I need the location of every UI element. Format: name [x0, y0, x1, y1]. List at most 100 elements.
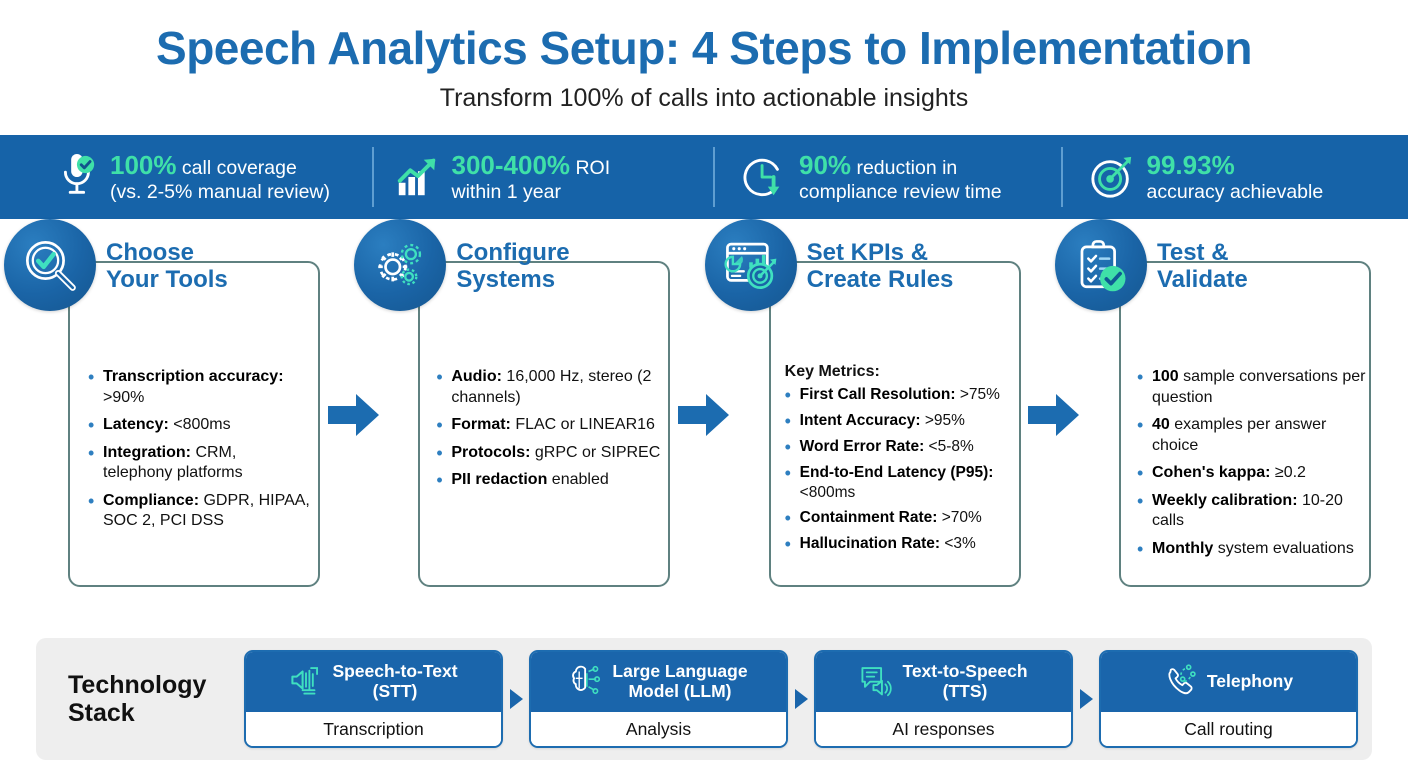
list-item: First Call Resolution: >75%: [781, 384, 1015, 407]
bullet-value: 10-20 calls: [1151, 491, 1343, 530]
list-item: Format: FLAC or LINEAR16: [432, 414, 666, 438]
microphone-check-icon: [52, 154, 98, 200]
page-subtitle: Transform 100% of calls into actionable …: [439, 84, 969, 113]
chip-caption: AI responses: [816, 712, 1071, 746]
bullet-value: sample conversations per question: [1151, 368, 1366, 406]
list-item: Containment Rate: >70%: [781, 507, 1015, 530]
step-card-choose-your-tools[interactable]: Transcription accuracy: >90% Latency: <8…: [4, 219, 321, 588]
step-title-line1: Test &: [1156, 238, 1229, 266]
step-title-line1: Configure: [456, 238, 570, 266]
chip-title-line2: (STT): [372, 681, 418, 701]
chip-header: Large Language Model (LLM): [531, 652, 786, 712]
bullet-value: ≥0.2: [1270, 464, 1306, 482]
step-header: Choose Your Tools: [4, 219, 321, 312]
bullet-value: <800ms: [168, 416, 231, 434]
bullet-label: Compliance:: [103, 491, 200, 509]
tech-chip-llm[interactable]: Large Language Model (LLM) Analysis: [529, 650, 788, 748]
tech-chip-row: Speech-to-Text (STT) Transcription: [244, 650, 1358, 748]
technology-stack-panel: Technology Stack Speech-to-Text: [36, 638, 1372, 760]
bullet-label: Hallucination Rate:: [799, 535, 941, 553]
list-item: PII redaction enabled: [432, 469, 666, 493]
chip-separator: [503, 688, 529, 710]
chip-header: Telephony: [1101, 652, 1356, 712]
chip-caption: Analysis: [531, 712, 786, 746]
chip-caption: Transcription: [246, 712, 501, 746]
tech-chip-tts[interactable]: Text-to-Speech (TTS) AI responses: [814, 650, 1073, 748]
bullet-value: FLAC or LINEAR16: [510, 416, 655, 434]
chip-title-line1: Telephony: [1206, 671, 1294, 692]
stat-call-coverage: 100% call coverage (vs. 2-5% manual revi…: [0, 145, 372, 209]
stat-unit: call coverage: [176, 156, 297, 179]
arrow-right-icon: [677, 393, 730, 437]
stat-compliance-review: 90% reduction in compliance review time: [713, 145, 1061, 209]
stat-subtext: within 1 year: [451, 181, 561, 204]
card-body: 100 sample conversations per question 40…: [1118, 261, 1371, 588]
list-item: Compliance: GDPR, HIPAA, SOC 2, PCI DSS: [84, 490, 310, 532]
step-title-line1: Choose: [106, 238, 195, 266]
stat-accuracy: 99.93% accuracy achievable: [1060, 145, 1408, 209]
bullet-list: Transcription accuracy: >90% Latency: <8…: [84, 366, 310, 538]
bullet-value: system evaluations: [1213, 539, 1354, 557]
stat-text: 99.93% accuracy achievable: [1147, 150, 1324, 206]
chip-title: Speech-to-Text (STT): [332, 661, 457, 702]
tech-chip-stt[interactable]: Speech-to-Text (STT) Transcription: [244, 650, 503, 748]
steps-row: Transcription accuracy: >90% Latency: <8…: [0, 219, 1408, 591]
step-card-configure-systems[interactable]: Audio: 16,000 Hz, stereo (2 channels) Fo…: [354, 219, 671, 588]
key-metrics-label: Key Metrics:: [784, 363, 880, 381]
chat-speaker-icon: [859, 663, 893, 702]
dashboard-target-icon: [722, 236, 780, 294]
bullet-list: 100 sample conversations per question 40…: [1133, 366, 1367, 566]
step-header: Configure Systems: [354, 219, 671, 312]
list-item: Intent Accuracy: >95%: [781, 410, 1015, 433]
list-item: 100 sample conversations per question: [1133, 366, 1367, 408]
arrow-right-icon: [1028, 393, 1080, 437]
chip-caption: Call routing: [1101, 712, 1356, 746]
stat-roi: 300-400% ROI within 1 year: [371, 145, 714, 209]
chip-title: Large Language Model (LLM): [612, 661, 748, 702]
bullet-label: End-to-End Latency (P95):: [799, 463, 994, 481]
list-item: Word Error Rate: <5-8%: [781, 436, 1015, 459]
gears-icon: [371, 236, 429, 294]
chip-title-line1: Large Language: [612, 661, 748, 682]
step-title: Test & Validate: [1157, 237, 1248, 294]
step-card-set-kpis-create-rules[interactable]: Key Metrics: First Call Resolution: >75%…: [704, 219, 1022, 588]
tech-chip-telephony[interactable]: Telephony Call routing: [1099, 650, 1358, 748]
bullet-value: 16,000 Hz, stereo (2 channels): [451, 368, 652, 406]
stat-unit: ROI: [570, 156, 611, 179]
chip-header: Speech-to-Text (STT): [246, 652, 501, 712]
phone-network-icon: [1164, 663, 1198, 702]
speaker-waveform-icon: [289, 663, 323, 702]
chip-title: Text-to-Speech (TTS): [902, 661, 1027, 702]
bullet-label: PII redaction: [451, 471, 548, 489]
tech-label-line2: Stack: [68, 699, 135, 727]
chip-header: Text-to-Speech (TTS): [816, 652, 1071, 712]
magnifier-check-icon: [21, 236, 79, 294]
list-item: Audio: 16,000 Hz, stereo (2 channels): [432, 366, 666, 408]
step-card-test-validate[interactable]: 100 sample conversations per question 40…: [1054, 219, 1372, 588]
step-title-line2: Create Rules: [806, 266, 954, 294]
step-title: Choose Your Tools: [106, 237, 228, 294]
bullet-value: enabled: [547, 471, 609, 489]
bullet-label: 100: [1151, 368, 1179, 386]
card-body: Key Metrics: First Call Resolution: >75%…: [768, 261, 1021, 588]
bullet-value: examples per answer choice: [1151, 416, 1327, 454]
tech-label-line1: Technology: [68, 671, 207, 699]
bullet-label: Cohen's kappa:: [1151, 464, 1271, 482]
bullet-value: >95%: [920, 412, 965, 430]
stat-subtext: accuracy achievable: [1146, 181, 1324, 204]
chip-separator: [788, 688, 814, 710]
bullet-label: Weekly calibration:: [1151, 491, 1298, 509]
step-header: Set KPIs & Create Rules: [704, 219, 1022, 312]
bullet-label: Transcription accuracy:: [103, 368, 284, 386]
list-item: Hallucination Rate: <3%: [781, 533, 1015, 556]
card-body: Transcription accuracy: >90% Latency: <8…: [68, 261, 320, 588]
bullet-value: >70%: [937, 509, 982, 527]
stats-bar: 100% call coverage (vs. 2-5% manual revi…: [0, 135, 1408, 220]
bullet-label: Monthly: [1151, 539, 1214, 557]
header: Speech Analytics Setup: 4 Steps to Imple…: [0, 0, 1408, 113]
step-title-line1: Set KPIs &: [806, 238, 929, 266]
stat-value: 100%: [110, 149, 177, 180]
list-item: Latency: <800ms: [84, 414, 310, 438]
technology-stack-label: Technology Stack: [50, 671, 244, 727]
bullet-label: 40: [1151, 416, 1170, 434]
